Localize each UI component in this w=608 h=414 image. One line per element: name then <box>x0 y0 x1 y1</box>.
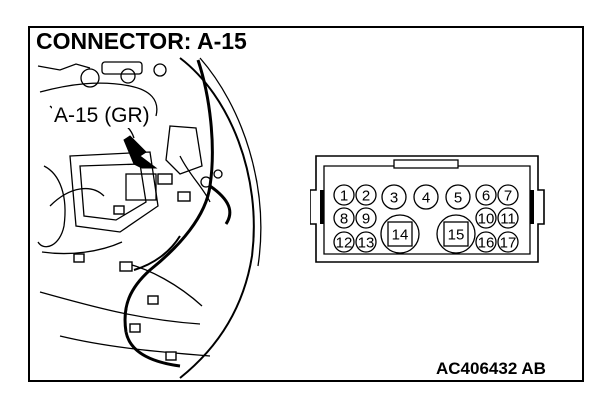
connector-pin-number: 12 <box>336 235 353 252</box>
connector-pin-4: 4 <box>413 184 439 210</box>
connector-pin-14: 14 <box>380 214 420 254</box>
connector-pin-3: 3 <box>381 184 407 210</box>
connector-pin-number: 17 <box>500 235 517 252</box>
figure-code: AC406432 AB <box>436 359 546 378</box>
connector-pin-16: 16 <box>475 231 497 253</box>
connector-latch <box>393 159 459 169</box>
engine-bay-illustration <box>37 57 262 379</box>
connector-pin-number: 11 <box>500 211 516 228</box>
connector-pin-number: 9 <box>362 211 370 228</box>
connector-pin-9: 9 <box>355 207 377 229</box>
connector-pin-number: 16 <box>478 235 495 252</box>
connector-pin-8: 8 <box>333 207 355 229</box>
connector-pin-17: 17 <box>497 231 519 253</box>
connector-pin-number: 5 <box>454 190 462 207</box>
connector-pin-7: 7 <box>497 184 519 206</box>
connector-pin-number: 1 <box>340 188 348 205</box>
connector-pin-number: 2 <box>362 188 370 205</box>
connector-pin-number: 8 <box>340 211 348 228</box>
connector-pin-10: 10 <box>475 207 497 229</box>
connector-pin-number: 3 <box>390 190 398 207</box>
connector-pin-number: 13 <box>358 235 375 252</box>
connector-pin-number: 14 <box>392 227 409 244</box>
connector-pin-13: 13 <box>355 231 377 253</box>
connector-pin-11: 11 <box>497 207 519 229</box>
connector-callout-label: A-15 (GR) <box>52 104 152 128</box>
connector-pin-number: 10 <box>478 211 495 228</box>
connector-pin-number: 15 <box>448 227 465 244</box>
connector-pin-number: 4 <box>422 190 430 207</box>
connector-pin-number: 6 <box>482 188 490 205</box>
connector-pin-6: 6 <box>475 184 497 206</box>
connector-pin-12: 12 <box>333 231 355 253</box>
connector-pin-5: 5 <box>445 184 471 210</box>
connector-pin-number: 7 <box>504 188 512 205</box>
connector-pin-2: 2 <box>355 184 377 206</box>
connector-pin-15: 15 <box>436 214 476 254</box>
diagram-title: CONNECTOR: A-15 <box>36 28 247 54</box>
connector-pin-1: 1 <box>333 184 355 206</box>
